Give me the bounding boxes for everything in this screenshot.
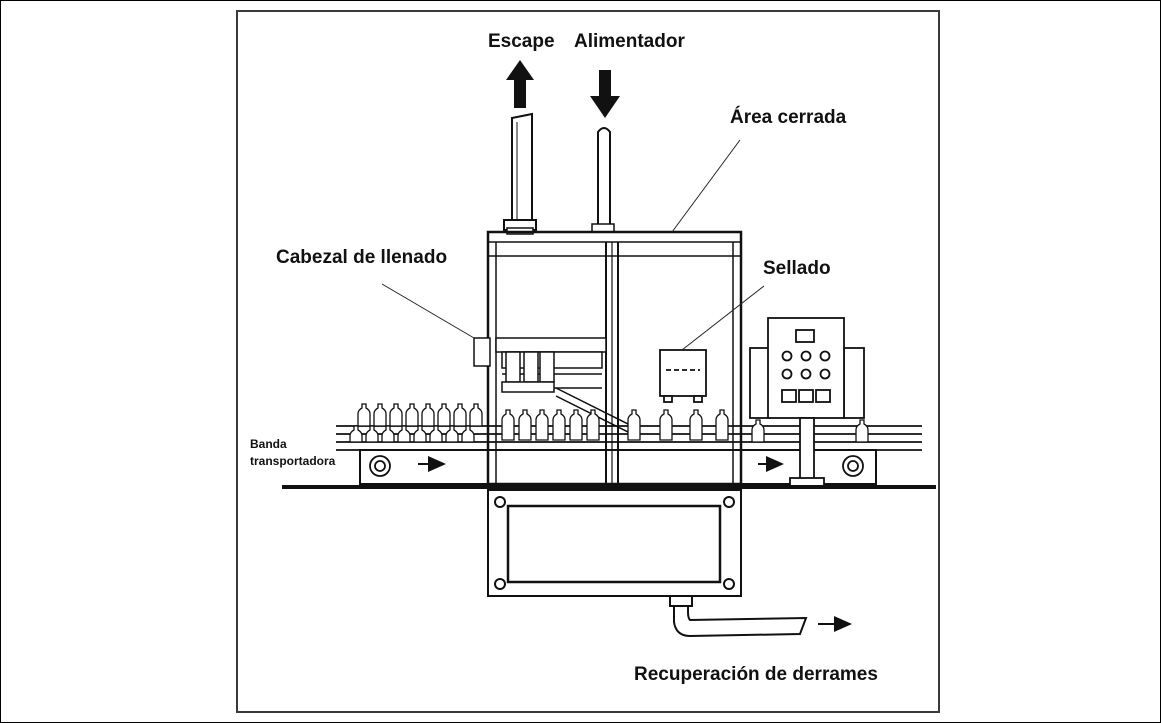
bottle — [689, 409, 703, 441]
label-enclosed-area: Área cerrada — [730, 106, 847, 128]
bottle — [381, 425, 395, 443]
bottle — [373, 403, 387, 427]
spill-tray — [487, 489, 742, 597]
bottle — [405, 403, 419, 427]
label-conveyor-line1: Banda — [250, 437, 287, 451]
bottle — [445, 425, 459, 443]
bottle — [357, 403, 371, 427]
bottle — [429, 425, 443, 443]
bottle — [855, 419, 869, 443]
bottle — [751, 419, 765, 443]
bottle — [552, 409, 566, 441]
sealing-head — [659, 349, 707, 403]
bottle — [715, 409, 729, 441]
filling-head — [473, 337, 641, 439]
bottles — [349, 403, 869, 443]
bottle — [569, 409, 583, 441]
control-panel — [749, 317, 865, 487]
bottle — [389, 403, 403, 427]
exhaust-arrow-icon — [506, 60, 534, 108]
leader-line-filling-head — [381, 283, 475, 339]
bottle — [349, 425, 363, 443]
leader-line-sealing — [681, 285, 765, 351]
bottle — [453, 403, 467, 427]
spill-outlet-pipe — [669, 595, 808, 638]
feeder-pipe — [591, 127, 615, 233]
bottle — [461, 425, 475, 443]
bottle — [535, 409, 549, 441]
label-filling-head: Cabezal de llenado — [276, 247, 447, 268]
bottle — [518, 409, 532, 441]
feeder-arrow-icon — [590, 70, 620, 118]
label-exhaust: Escape — [488, 31, 555, 52]
conveyor-roller-left — [369, 455, 391, 477]
bottle — [586, 409, 600, 441]
leader-line-enclosed-area — [671, 139, 741, 233]
bottle — [397, 425, 411, 443]
bottle — [501, 409, 515, 441]
label-conveyor-line2: transportadora — [250, 454, 336, 468]
bottle — [627, 409, 641, 441]
label-feeder: Alimentador — [574, 31, 685, 52]
conveyor-roller-right — [842, 455, 864, 477]
bottle — [421, 403, 435, 427]
bottle — [659, 409, 673, 441]
bottle — [413, 425, 427, 443]
bottle — [469, 403, 483, 427]
label-spill-recovery: Recuperación de derrames — [634, 664, 878, 685]
bottle — [437, 403, 451, 427]
exhaust-pipe — [503, 112, 537, 235]
label-sealing: Sellado — [763, 258, 831, 279]
bottle — [365, 425, 379, 443]
